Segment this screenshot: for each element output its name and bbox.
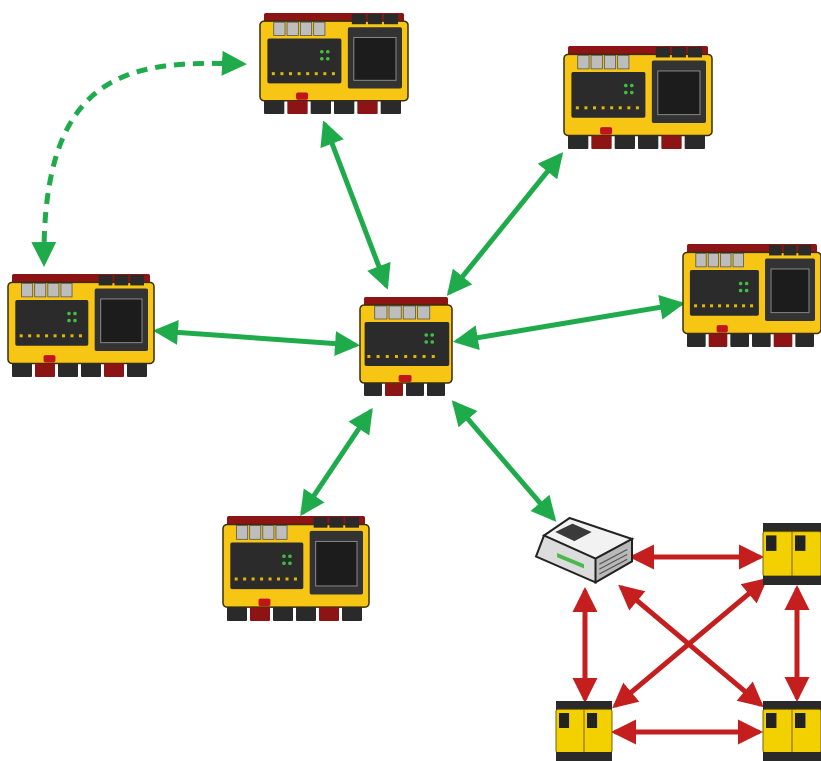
controller-icon <box>359 297 453 396</box>
io-module-top-right <box>762 523 821 585</box>
link-center-controller-to-controller-top-right <box>446 152 564 296</box>
network-nodes <box>7 13 821 761</box>
controller-icon <box>682 244 821 347</box>
link-center-controller-to-controller-left <box>153 319 360 357</box>
center-controller <box>359 297 453 396</box>
link-center-controller-to-controller-right <box>453 294 685 351</box>
io-module-bottom-right <box>762 701 821 761</box>
link-center-controller-to-controller-top <box>320 120 391 290</box>
link-io-module-top-right-to-io-module-bottom-left <box>612 577 768 709</box>
io-module-icon <box>762 523 821 585</box>
io-module-bottom-left <box>555 701 613 761</box>
controller-left <box>7 274 155 377</box>
io-module-icon <box>555 701 613 761</box>
network-switch <box>534 516 635 585</box>
controller-icon <box>222 516 370 621</box>
controller-bottom <box>222 516 370 621</box>
link-center-controller-to-controller-bottom <box>300 407 373 517</box>
link-network-switch-to-io-module-bottom-right <box>618 584 764 708</box>
link-center-controller-to-network-switch <box>451 400 557 522</box>
controller-top-right <box>563 46 713 149</box>
controller-icon <box>563 46 713 149</box>
controller-icon <box>7 274 155 377</box>
link-controller-top-to-controller-left <box>31 50 247 267</box>
io-module-icon <box>762 701 821 761</box>
ethernet-switch-icon <box>534 516 635 585</box>
controller-right <box>682 244 821 347</box>
connection-links <box>31 50 810 745</box>
controller-icon <box>259 13 409 114</box>
controller-top <box>259 13 409 114</box>
